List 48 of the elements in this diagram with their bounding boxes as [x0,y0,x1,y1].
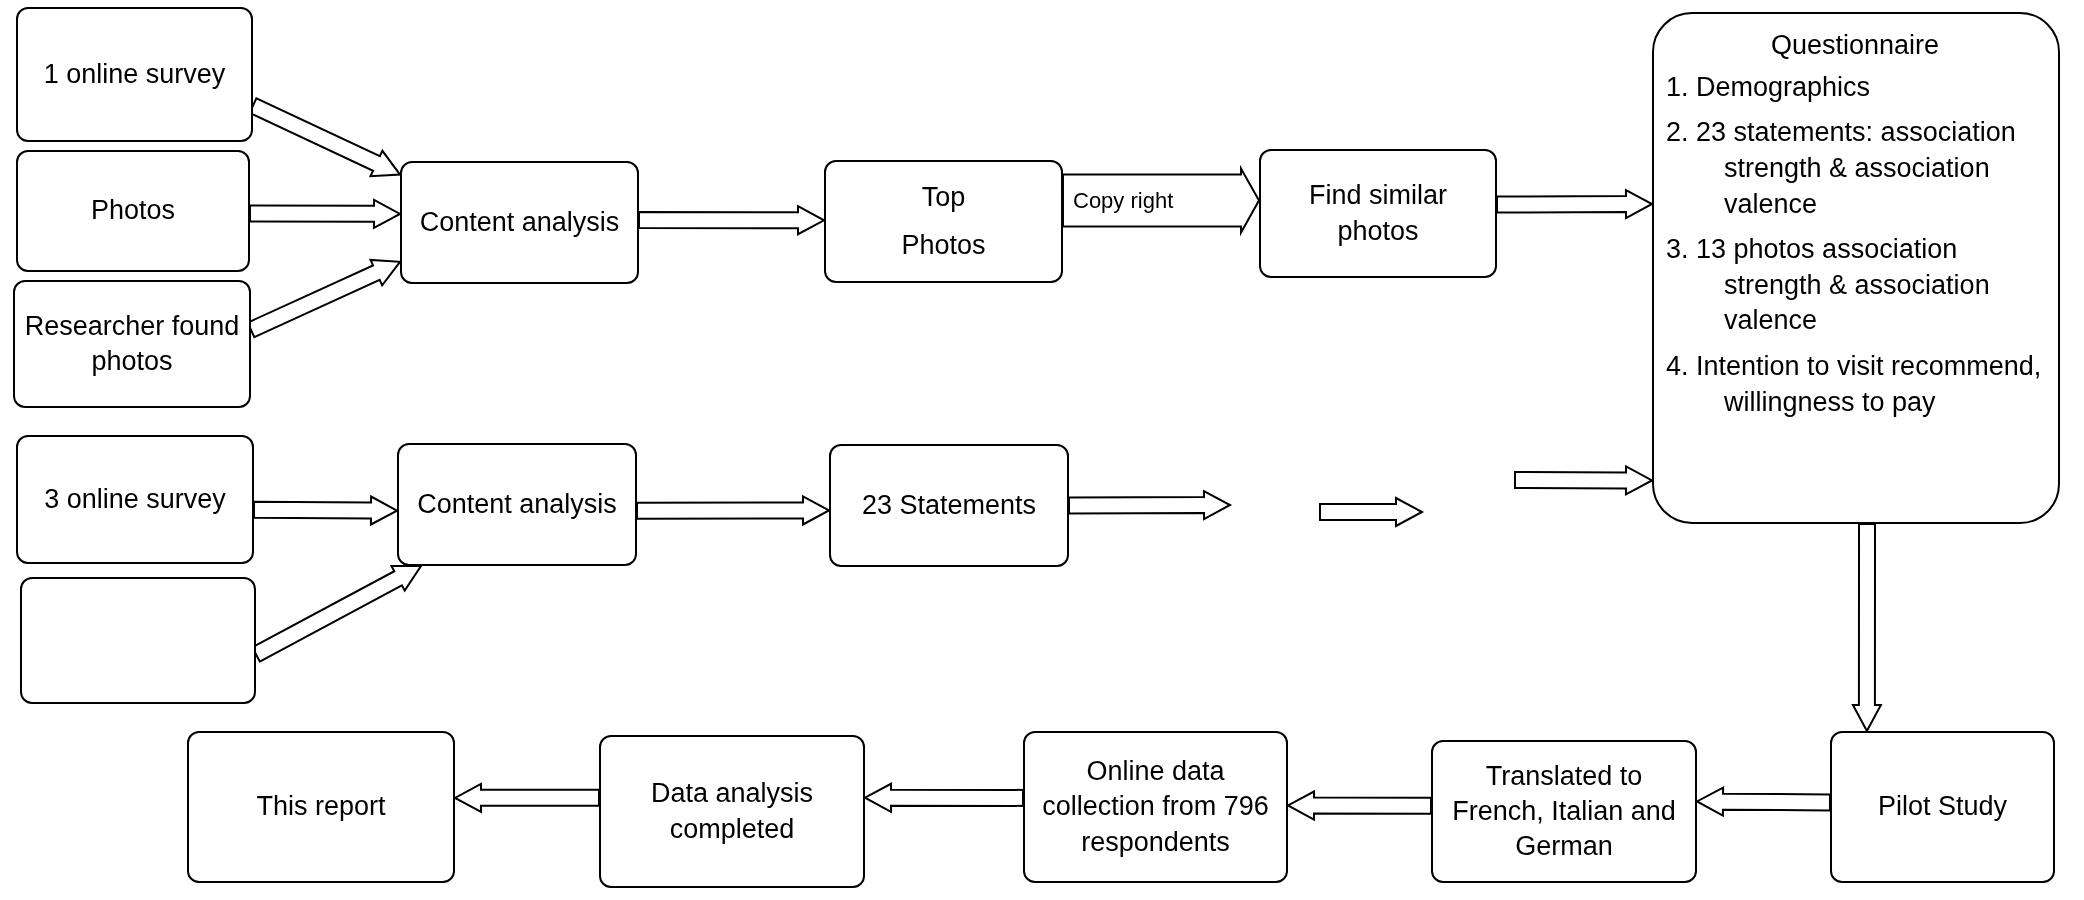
node-label: Content analysis [417,487,617,521]
process-box [599,735,865,888]
node-label: This report [256,790,386,824]
process-box [16,150,250,272]
process-box [1431,740,1697,883]
process-box [1259,149,1497,278]
list-item: 3. 13 photos association strength & association valence [1666,233,1991,338]
node-label: 3 online survey [44,482,226,516]
empty-box [20,577,256,704]
node-label: Photos [90,194,176,228]
block-arrow [1851,523,1883,734]
block-arrow [452,782,600,814]
process-box [1023,731,1288,883]
process-box [397,443,637,566]
node-label: Researcher found photos [23,309,241,378]
process-box [829,444,1069,567]
node-label: Online data collection from 796 respondents [1041,755,1270,859]
block-arrow [1513,464,1655,497]
block-arrow [862,782,1024,814]
block-arrow [638,204,827,236]
process-box [1830,731,2055,883]
block-arrow [636,494,832,527]
list-item: 2. 23 statements: association strength & association valence [1666,116,2017,221]
node-label: Photos [901,228,986,262]
block-arrow [248,198,403,230]
block-arrow [1067,489,1233,521]
node-label: Pilot Study [1877,790,2008,824]
node-label: 1 online survey [43,57,226,91]
block-arrow [252,494,400,527]
block-arrow [1285,789,1433,822]
list-heading: Questionnaire [1769,29,1941,62]
node-label: Data analysis completed [649,777,815,846]
process-box [16,435,254,564]
process-box [187,731,455,883]
process-box [13,280,251,408]
block-arrow [1694,786,1832,818]
block-arrow [1495,188,1655,220]
list-box [1652,12,2060,524]
list-item: 4. Intention to visit recommend, willingness to pay [1666,350,2043,419]
node-label: Translated to French, Italian and German [1451,759,1677,864]
node-label: Find similar photos [1308,179,1448,248]
process-box [400,161,639,284]
process-box [824,160,1063,283]
node-label: Top [921,181,966,215]
node-label: Content analysis [419,205,620,239]
node-label: 23 Statements [861,488,1037,522]
process-box [16,7,253,142]
list-item: 1. Demographics [1666,70,1872,104]
